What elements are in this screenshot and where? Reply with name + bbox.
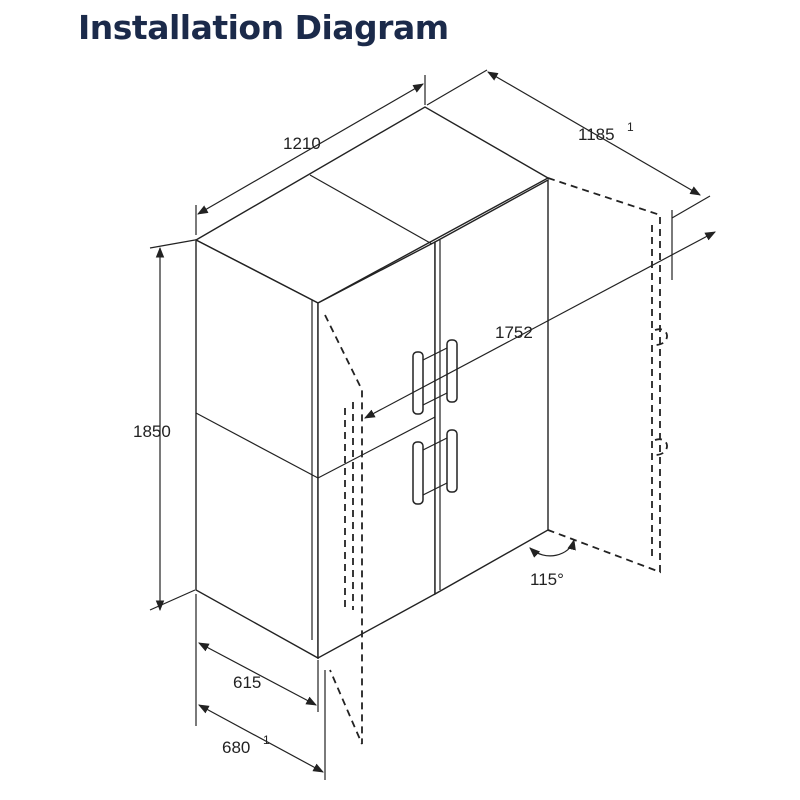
label-width: 1210 <box>283 134 321 153</box>
fridge-body <box>194 106 550 660</box>
handle-upper-right <box>446 339 458 403</box>
label-diagonal: 1752 <box>495 323 533 342</box>
label-height: 1850 <box>133 422 171 441</box>
label-depth-with-handle: 680 <box>222 738 250 757</box>
label-door-angle: 115° <box>530 570 564 589</box>
dimension-lines <box>149 69 716 780</box>
door-swing-arc <box>529 538 576 558</box>
handle-upper-left <box>412 351 424 415</box>
label-depth-open-note: 1 <box>627 120 634 134</box>
label-depth: 615 <box>233 673 261 692</box>
handle-lower-left <box>412 441 424 505</box>
page-title: Installation Diagram <box>78 8 449 47</box>
handle-lower-right <box>446 429 458 493</box>
label-depth-open: 1185 <box>578 125 615 144</box>
fridge-left-side <box>195 238 319 660</box>
label-depth-with-handle-note: 1 <box>263 733 270 747</box>
